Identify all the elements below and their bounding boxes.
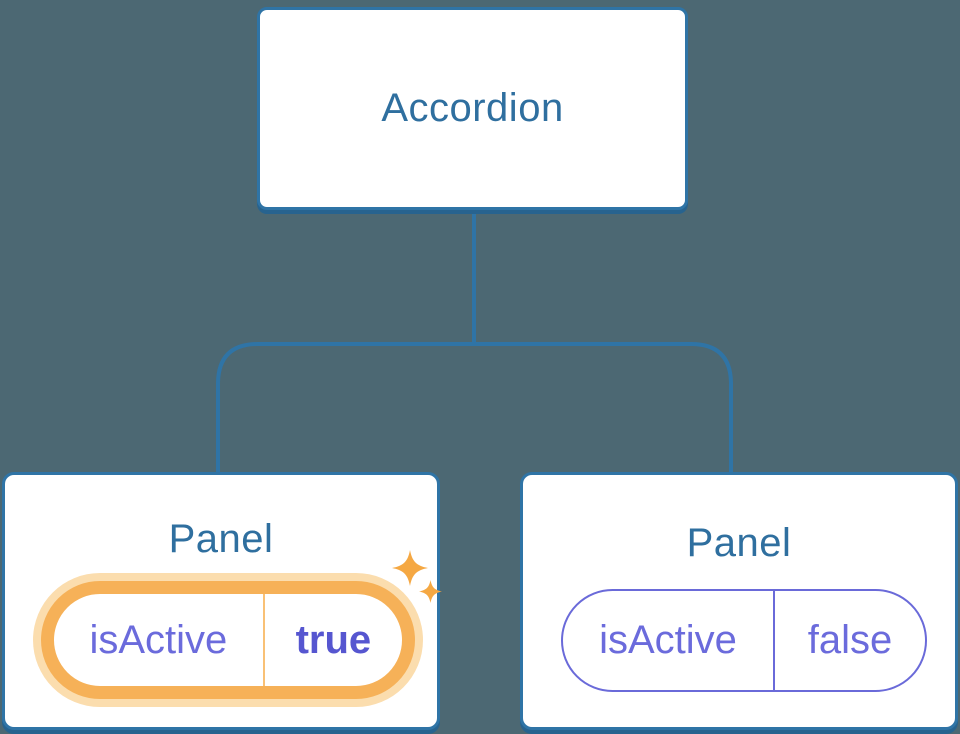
prop-name-label: isActive bbox=[599, 618, 737, 662]
node-panel-inactive: Panel isActive false bbox=[520, 472, 958, 730]
node-accordion: Accordion bbox=[257, 7, 688, 210]
sparkles-icon bbox=[392, 550, 442, 603]
node-panel-active: Panel isActive true bbox=[2, 472, 442, 730]
accordion-label: Accordion bbox=[381, 86, 564, 130]
prop-value-label: true bbox=[295, 617, 372, 662]
pill-divider bbox=[772, 591, 775, 690]
panel-label: Panel bbox=[686, 521, 792, 565]
pill-divider bbox=[262, 594, 265, 686]
panel-label: Panel bbox=[168, 517, 274, 561]
state-pill-inactive: isActive false bbox=[561, 589, 927, 692]
prop-name-label: isActive bbox=[89, 617, 228, 662]
prop-value-label: false bbox=[807, 618, 893, 662]
state-pill-active: isActive true bbox=[41, 581, 415, 699]
